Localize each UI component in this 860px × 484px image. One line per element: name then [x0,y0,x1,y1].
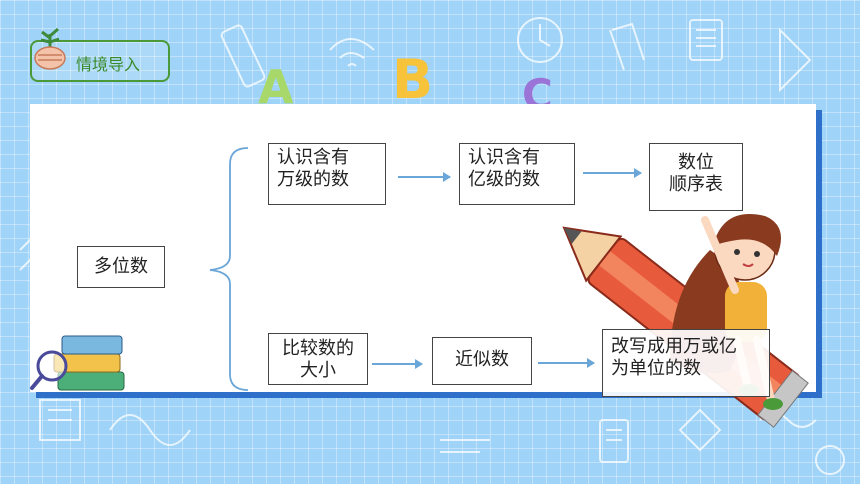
letter-b-text: B [392,48,434,111]
node-yi-level: 认识含有 亿级的数 [459,143,575,205]
node-line: 比较数的 [282,338,354,359]
arrow-1 [398,172,451,182]
letter-b-icon: B [392,48,433,111]
root-node-label: 多位数 [94,256,148,277]
node-rewrite-unit: 改写成用万或亿 为单位的数 [602,329,770,397]
node-compare-size: 比较数的 大小 [268,333,368,385]
node-line: 顺序表 [669,174,723,195]
books-magnifier-icon [30,335,125,391]
arrow-2 [583,168,642,178]
node-line: 认识含有 [277,147,349,168]
plant-pot-icon [34,27,66,70]
arrow-3 [372,359,423,369]
node-place-value-table: 数位 顺序表 [649,143,743,211]
node-line: 认识含有 [468,147,540,168]
node-wan-level: 认识含有 万级的数 [268,143,386,205]
brace-connector [209,147,249,391]
node-line: 大小 [300,360,336,381]
node-line: 数位 [678,152,714,173]
section-tag-label: 情境导入 [76,55,141,74]
section-tag: 情境导入 [30,27,170,82]
girl-on-pencil-illustration [562,214,809,428]
node-line: 亿级的数 [468,169,540,190]
node-line: 近似数 [455,349,509,370]
node-approximate: 近似数 [432,337,532,385]
node-line: 改写成用万或亿 [611,336,737,357]
arrow-4 [538,358,595,368]
node-line: 为单位的数 [611,358,701,379]
root-node: 多位数 [77,246,165,288]
node-line: 万级的数 [277,169,349,190]
